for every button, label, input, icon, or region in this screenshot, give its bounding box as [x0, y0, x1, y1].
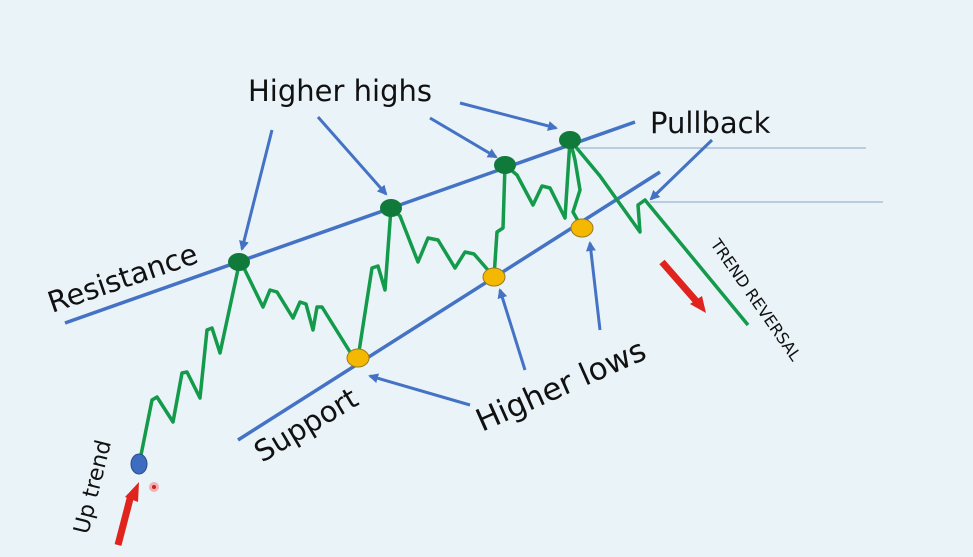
- higher-highs-label: Higher highs: [248, 74, 432, 108]
- pullback-arrow: [649, 138, 714, 201]
- higher-high-point: [494, 156, 516, 174]
- up-trend-arrow-icon: [114, 482, 139, 546]
- higher-low-point: [570, 218, 594, 238]
- higher-high-point: [228, 253, 250, 271]
- higher-low-point: [482, 267, 506, 287]
- higher-low-point: [346, 348, 370, 368]
- start-point: [130, 453, 148, 475]
- price-path: [138, 138, 584, 461]
- down-trend-arrow-icon: [659, 259, 706, 313]
- price-reversal-path: [568, 138, 750, 327]
- support-line: [237, 170, 661, 442]
- pullback-label: Pullback: [650, 106, 771, 140]
- resistance-line: [64, 120, 636, 325]
- higher-high-point: [559, 131, 581, 149]
- cursor-dot-center: [152, 485, 156, 489]
- higher-lows-arrows: [368, 241, 602, 407]
- higher-highs-arrows: [239, 101, 558, 251]
- higher-high-point: [380, 199, 402, 217]
